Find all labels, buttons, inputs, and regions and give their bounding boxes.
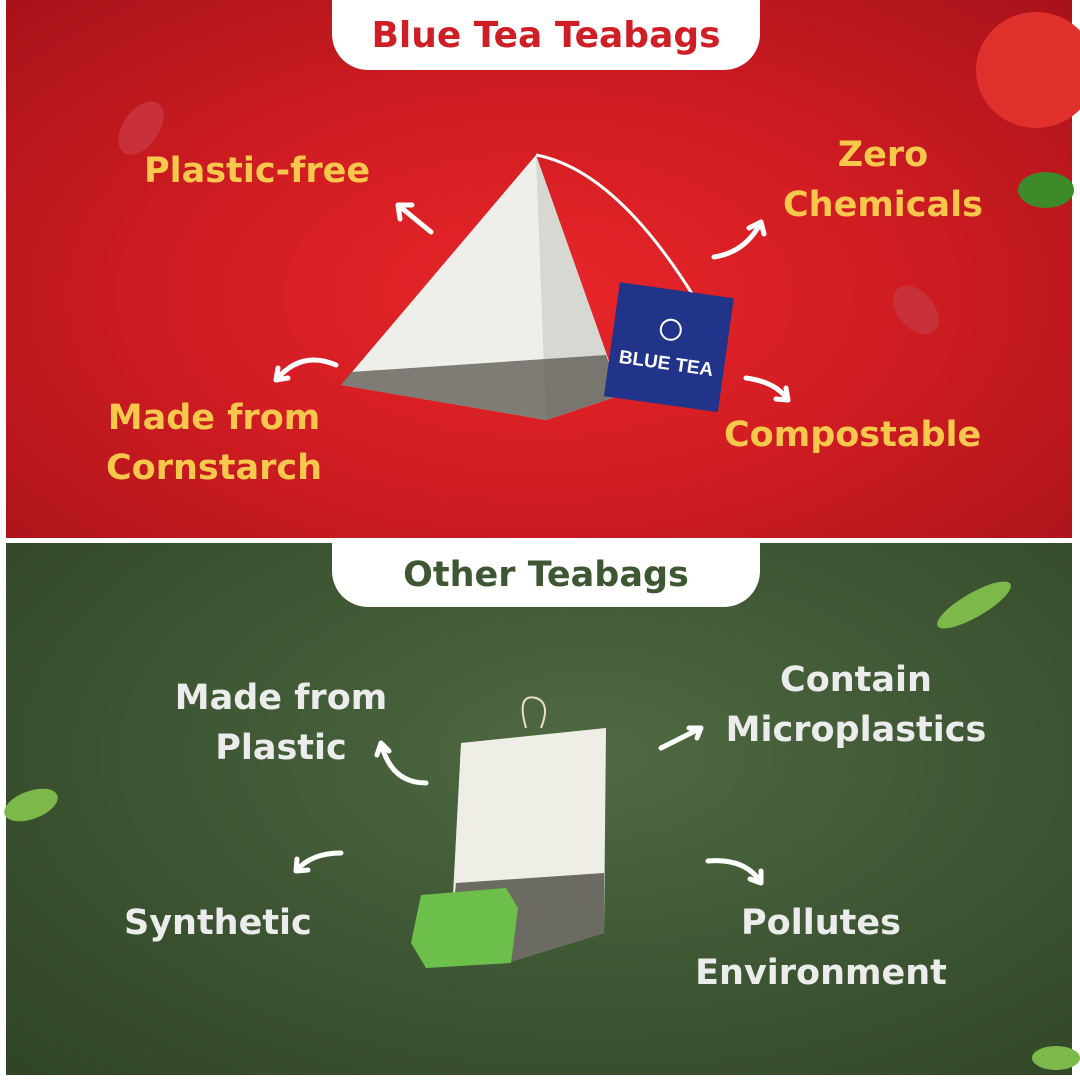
leaf-icon <box>937 581 1011 629</box>
other-teabags-heading: Other Teabags <box>332 543 760 607</box>
pyramid-teabag-image: BLUE TEA <box>118 12 1080 420</box>
blue-tea-tag: BLUE TEA <box>603 282 734 413</box>
green-tag <box>411 888 518 968</box>
feature-zero-chemicals: Zero Chemicals <box>782 135 983 225</box>
other-teabags-panel: Other Teabags Made from Plastic Contain … <box>4 543 1080 1075</box>
blue-tea-panel: Blue Tea Teabags Plastic-free Zero Chemi… <box>6 0 1080 538</box>
arrow-icon <box>293 725 764 886</box>
arrow-icon <box>273 202 791 403</box>
feature-synthetic: Synthetic <box>124 903 312 943</box>
feature-pollutes-environment: Pollutes Environment <box>695 903 947 993</box>
feature-plastic-free: Plastic-free <box>144 151 371 191</box>
standard-teabag-image <box>4 581 1080 1070</box>
blue-tea-heading: Blue Tea Teabags <box>332 0 760 70</box>
feature-cornstarch: Made from Cornstarch <box>105 398 322 488</box>
feature-microplastics: Contain Microplastics <box>725 660 987 750</box>
feature-made-from-plastic: Made from Plastic <box>174 678 388 768</box>
hibiscus-flower-icon <box>976 12 1080 128</box>
feature-compostable: Compostable <box>724 415 982 455</box>
